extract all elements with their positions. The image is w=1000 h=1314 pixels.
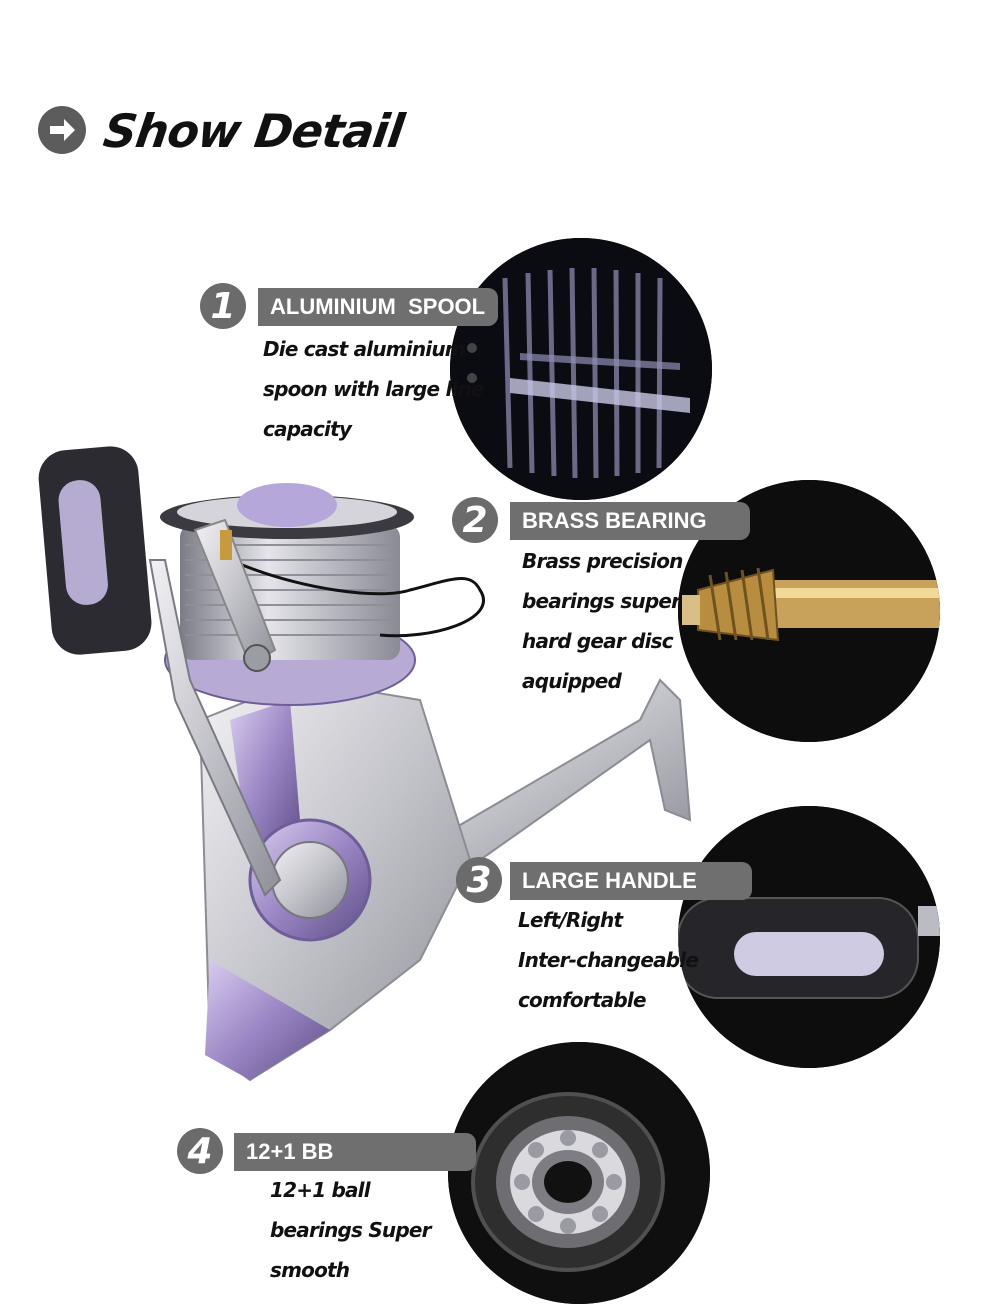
feature-description-3: Left/Right Inter-changeable comfortable [518,900,699,1020]
feature-2-line-3: hard gear disc [522,629,674,653]
feature-2-line-2: bearings super [522,589,681,613]
feature-title-aluminium-spool: ALUMINIUM SPOOL [258,288,498,326]
feature-description-1: Die cast aluminium spoon with large line… [263,329,485,449]
feature-description-2: Brass precision bearings super hard gear… [522,541,683,701]
feature-4-line-2: bearings Super [270,1218,432,1242]
feature-2-line-4: aquipped [522,669,622,693]
feature-4-line-3: smooth [270,1258,350,1282]
arrow-right-icon [38,106,86,154]
feature-2-line-1: Brass precision [522,549,683,573]
spool-closeup-image [450,238,712,500]
feature-title-12-1-bb: 12+1 BB [234,1133,476,1171]
feature-title-large-handle: LARGE HANDLE [510,862,752,900]
feature-1-line-1: Die cast aluminium [263,337,466,361]
feature-3-line-1: Left/Right [518,908,623,932]
brass-bearing-closeup-image [678,480,940,742]
handle-knob-closeup-image [678,806,940,1068]
feature-1-line-3: capacity [263,417,352,441]
feature-number-2: 2 [452,497,498,543]
feature-description-4: 12+1 ball bearings Super smooth [270,1170,432,1290]
feature-title-brass-bearing: BRASS BEARING [510,502,750,540]
feature-4-line-1: 12+1 ball [270,1178,371,1202]
feature-number-4: 4 [177,1128,223,1174]
feature-1-line-2: spoon with large line [263,377,485,401]
feature-3-line-2: Inter-changeable [518,948,699,972]
feature-number-1: 1 [200,283,246,329]
feature-number-3: 3 [456,857,502,903]
feature-3-line-3: comfortable [518,988,647,1012]
ball-bearing-closeup-image [448,1042,710,1304]
